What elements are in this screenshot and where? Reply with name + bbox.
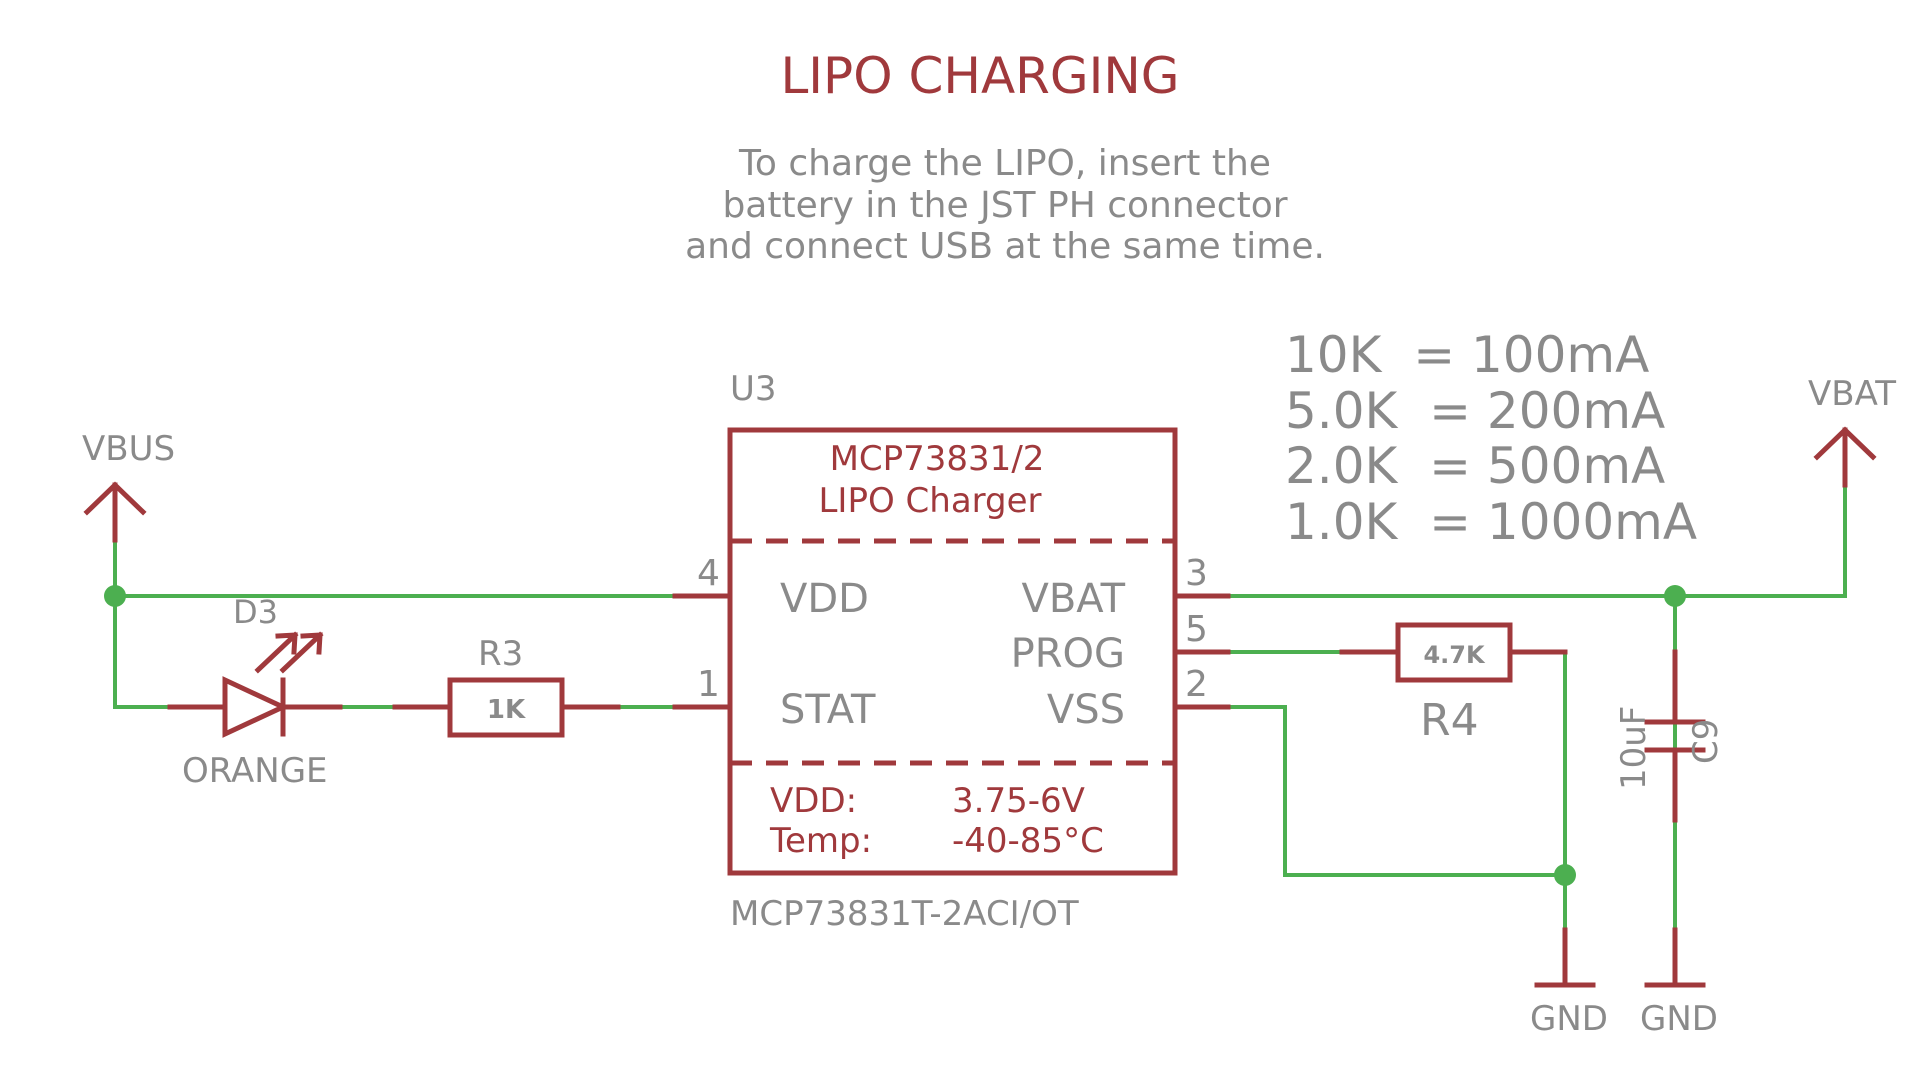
led-ref: D3 xyxy=(233,593,278,631)
spec-temp-label: Temp: xyxy=(769,821,872,861)
current-table-row-1: 10K = 100mA xyxy=(1285,326,1649,384)
spec-vdd-label: VDD: xyxy=(770,781,857,821)
instructions-line-2: battery in the JST PH connector xyxy=(722,185,1287,226)
pin-3-number: 3 xyxy=(1185,553,1208,594)
r4-ref: R4 xyxy=(1420,695,1479,746)
spec-vdd-value: 3.75-6V xyxy=(952,781,1085,821)
capacitor-c9-symbol xyxy=(1644,649,1706,823)
ic-name-line-2: LIPO Charger xyxy=(818,481,1041,521)
ic-part-number: MCP73831T-2ACI/OT xyxy=(730,894,1079,934)
ic-name-line-1: MCP73831/2 xyxy=(830,439,1045,479)
ic-ref: U3 xyxy=(730,369,777,409)
gnd-right-label: GND xyxy=(1640,999,1718,1039)
pin-stat-label: STAT xyxy=(780,687,876,733)
pin-4-number: 4 xyxy=(697,553,720,594)
pin-vdd-label: VDD xyxy=(780,576,869,622)
led-d3-symbol xyxy=(167,631,343,738)
instructions-line-1: To charge the LIPO, insert the xyxy=(738,143,1271,184)
r3-value: 1K xyxy=(487,695,526,725)
page-title: LIPO CHARGING xyxy=(780,47,1179,105)
vbat-supply-symbol xyxy=(1813,426,1877,488)
junction-vbus xyxy=(104,585,126,607)
vbus-label: VBUS xyxy=(82,429,175,469)
ic-u3-body xyxy=(672,427,1231,876)
instructions-line-3: and connect USB at the same time. xyxy=(685,226,1325,267)
c9-ref: C9 xyxy=(1686,719,1726,764)
pin-vss-label: VSS xyxy=(1047,687,1125,733)
junction-gnd xyxy=(1554,864,1576,886)
c9-value: 10uF xyxy=(1614,706,1654,790)
spec-temp-value: -40-85°C xyxy=(952,821,1104,861)
r4-value: 4.7K xyxy=(1423,641,1486,669)
pin-2-number: 2 xyxy=(1185,664,1208,705)
vbat-label: VBAT xyxy=(1808,374,1896,414)
resistor-r3-symbol xyxy=(392,677,621,738)
pin-5-number: 5 xyxy=(1185,609,1208,650)
junction-vbat xyxy=(1664,585,1686,607)
pin-prog-label: PROG xyxy=(1011,631,1125,677)
resistor-r4-symbol xyxy=(1339,622,1568,683)
vbus-supply-symbol xyxy=(83,481,147,543)
wires xyxy=(113,483,1847,932)
pin-1-number: 1 xyxy=(697,664,720,705)
r3-ref: R3 xyxy=(478,634,523,674)
led-color-label: ORANGE xyxy=(182,751,328,791)
gnd-symbol-right xyxy=(1644,927,1706,988)
pin-vbat-label: VBAT xyxy=(1022,576,1126,622)
gnd-symbol-left xyxy=(1534,927,1596,988)
current-table-row-3: 2.0K = 500mA xyxy=(1285,437,1665,495)
current-table-row-2: 5.0K = 200mA xyxy=(1285,382,1665,440)
gnd-left-label: GND xyxy=(1530,999,1608,1039)
current-table-row-4: 1.0K = 1000mA xyxy=(1285,493,1697,551)
